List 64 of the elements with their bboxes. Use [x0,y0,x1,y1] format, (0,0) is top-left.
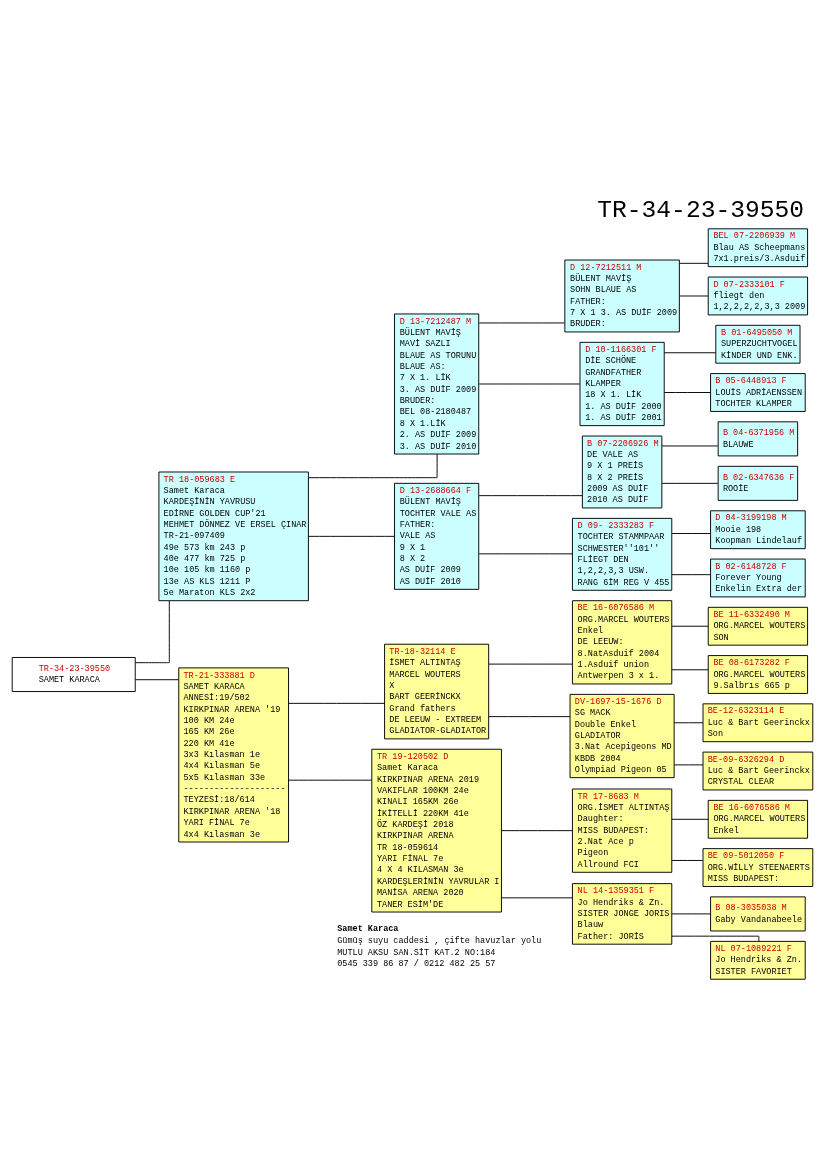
node-box: TR 17-8683 M ORG.İSMET ALTINTAŞ Daughter: MISS BUDAPEST: 2.Nat Ace p Pigeon Allround FCI [571,788,673,873]
node-box: D 12-7212511 M BÜLENT MAVİŞ SOHN BLAUE AS FATHER: 7 X 1 3. AS DUİF 2009 BRUDER: [564,259,680,332]
node-box: B 04-6371956 M BLAUWE [717,420,799,456]
node-box: TR-18-32114 E İSMET ALTINTAŞ MARCEL WOUTERS X BART GEERİNCKX Grand fathers DE LEEUW - EXTREEM GLADIATOR-GLADIATOR [384,643,490,739]
connector [478,383,581,384]
node-box: TR 18-059683 E Samet Karaca KARDEŞİNİN YAVRUSU EDİRNE GOLDEN CUP'21 MEHMET DÖNMEZ VE ERSEL ÇINAR TR-21-097409 49e 573 km 243 p 40e 477 km 725 p 10e 105 km 1160 p 13e AS KLS 1211 P 5e Maraton KLS 2x2 [158,471,309,601]
connector [288,779,373,781]
node-box: BE 16-6076586 M ORG.MARCEL WOUTERS Enkel [707,799,809,839]
label: Samet Karaca [337,923,399,934]
node-box: B 02-6347636 F ROOİE [717,465,799,501]
node-box: NL 07-1089221 F Jo Hendriks & Zn. SISTER FAVORIET [710,940,806,980]
connector [671,859,704,861]
connector [663,391,711,393]
node-box: D 13-2688664 F BÜLENT MAVİŞ TOCHTER VALE AS FATHER: VALE AS 9 X 1 8 X 2 AS DUİF 2009 AS DUİF 2010 [394,482,480,590]
connector [478,494,583,496]
diagram-title: TR-34-23-39550 [597,196,804,224]
connector [679,262,709,264]
node-box: TR 19-120502 D Samet Karaca KIRKPINAR ARENA 2019 VAKIFLAR 100KM 24e KINALI 165KM 26e İKİTELLİ 220KM 41e ÖZ KARDEŞİ 2018 KIRKPINAR ARENA TR 18-059614 YARI FİNAL 7e 4 X 4 KILASMAN 3e KARDEŞLERİNİN YAVRULAR I MANİSA ARENA 2020 TANER ESİM'DE [371,748,502,912]
connector [673,721,704,723]
connector [288,702,385,704]
node-box: BE 08-6173282 F ORG.MARCEL WOUTERS 9.Salbrıs 665 p [707,654,809,694]
node-box: DV-1697-15-1676 D SG MACK Double Enkel GLADIATOR 3.Nat Acepigeons MD KBDB 2004 Olympiad Pigeon 05 [569,693,675,778]
connector [671,818,709,820]
connector [134,600,170,663]
connector [671,573,711,575]
node-box: D 04-3199198 M Mooie 198 Koopman Lindelauf [710,509,806,549]
connector [673,763,704,765]
connector [501,896,573,898]
connector [679,295,709,296]
connector [501,829,573,831]
connector [671,668,709,670]
connector [661,482,719,484]
node-box: D 09- 2333283 F TOCHTER STAMMPAAR SCHWESTER''101'' FLİEGT DEN 1,2,2,3,3 USW. RANG 6İM REG V 455 [571,517,673,591]
node-box: B 08-3035038 M Gaby Vandanabeele [710,895,806,931]
node-box: D 07-2333101 F fliegt den 1,2,2,2,2,3,3 2009 [707,276,809,315]
node-box: TR-34-23-39550 SAMET KARACA [11,656,136,692]
node-box: TR-21-333881 D SAMET KARACA ANNESİ:19/502 KIRKPINAR ARENA '19 100 KM 24e 165 KM 26e 220 KM 41e 3x3 Kılasman 1e 4x4 Kılasman 5e 5x5 Kılasman 33e -------------------- TEYZESİ:18/614 KIRKPINAR ARENA '18 YARI FİNAL 7e 4x4 Kılasman 3e [178,666,289,842]
node-box: D 13-7212487 M BÜLENT MAVİŞ MAVİ SAZLI BLAUE AS TORUNU BLAUE AS: 7 X 1. LİK 3. AS DUİF 2009 BRUDER: BEL 08-2180487 8 X 1.LİK 2. AS DUİF 2009 3. AS DUİF 2010 [394,313,480,454]
node-box: BE 11-6332490 M ORG.MARCEL WOUTERS SON [707,606,809,646]
node-box: B 02-6148728 F Forever Young Enkelin Extra der [710,558,806,597]
node-box: BE-09-6326294 D Luc & Bart Geerinckx CRYSTAL CLEAR [702,751,814,790]
connector [488,663,573,665]
connector [478,552,573,554]
connector [671,532,711,534]
connector [671,625,709,627]
label: 0545 339 86 87 / 0212 482 25 57 [337,958,496,969]
connector [308,535,395,537]
label: Gümüş suyu caddesi , çifte havuzlar yolu [337,935,542,946]
node-box: BE-12-6323114 E Luc & Bart Geerinckx Son [702,702,814,742]
connector [663,351,717,353]
node-box: BEL 07-2206939 M Blau AS Scheepmans 7x1.preis/3.Asduif [707,227,809,267]
node-box: D 10-1166301 F DİE SCHÖNE GRANDFATHER KLAMPER 18 X 1. LİK 1. AS DUİF 2000 1. AS DUİF 2001 [579,341,665,426]
connector [488,715,571,717]
node-box: B 07-2206926 M DE VALE AS 9 X 1 PREİS 8 X 2 PREİS 2009 AS DUİF 2010 AS DUİF [581,435,663,508]
node-box: B 01-6495050 M SUPERZUCHTVOGEL KİNDER UND ENK. [715,324,801,364]
node-box: NL 14-1359351 F Jo Hendriks & Zn. SISTER JONGE JORIS Blauw Father: JORİS [571,882,673,945]
node-box: B 05-6448913 F LOUİS ADRİAENSSEN TOCHTER KLAMPER [710,372,806,412]
connector [135,678,179,680]
node-box: BE 09-5012050 F ORG.WİLLY STEENAERTS MISS BUDAPEST: [702,847,814,887]
connector [308,453,438,478]
connector [671,912,711,914]
node-box: BE 16-6076586 M ORG.MARCEL WOUTERS Enkel DE LEEUW: 8.NatAsduif 2004 1.Asduif union Antwerpen 3 x 1. [571,599,673,684]
connector [478,322,566,323]
label: MUTLU AKSU SAN.SİT KAT.2 NO:184 [337,947,496,958]
